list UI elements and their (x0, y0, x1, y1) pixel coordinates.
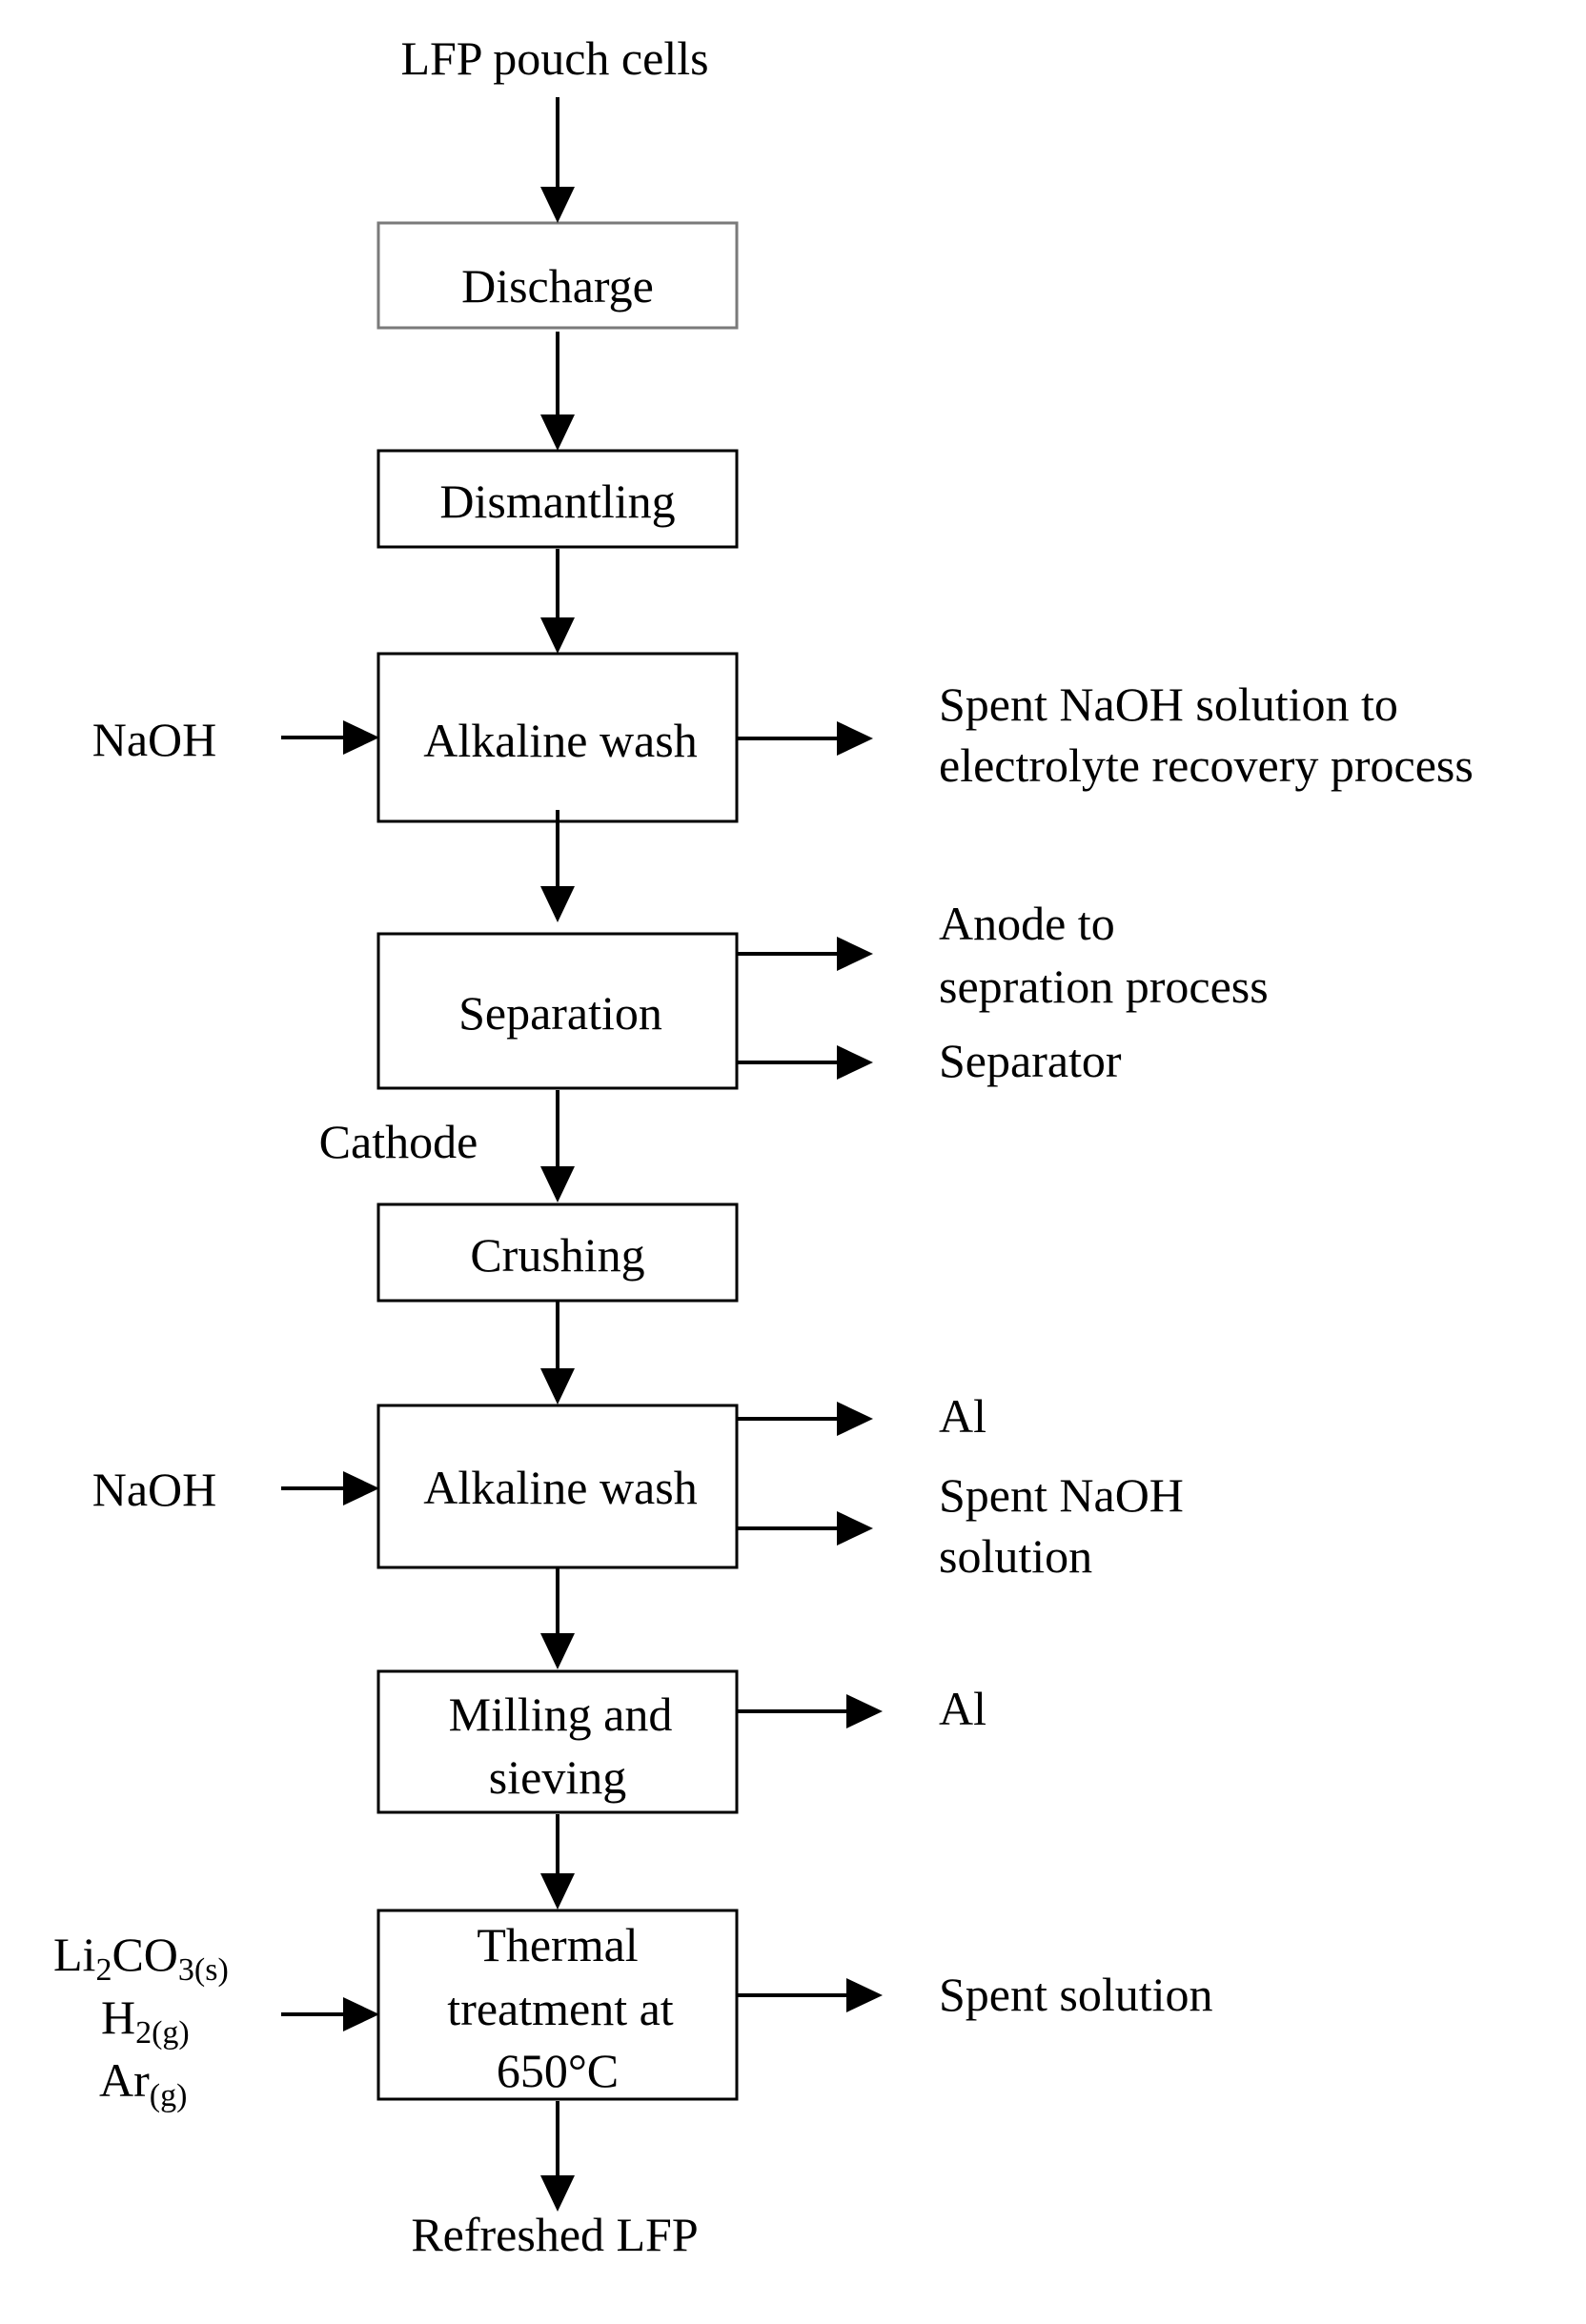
arrowhead-milling (540, 1633, 575, 1669)
input-label: LFP pouch cells (400, 31, 708, 85)
ar-input-label: Ar(g) (99, 2053, 187, 2113)
discharge-box (376, 221, 739, 330)
naoh-input-1-label: NaOH (92, 713, 217, 766)
arrowhead-thermal-inputs (343, 1997, 379, 2031)
thermal-label-line2: treatment at (447, 1982, 673, 2035)
arrowhead-al-output-1 (837, 1402, 873, 1436)
arrowhead-crushing (540, 1166, 575, 1202)
li2co3-input-label: Li2CO3(s) (53, 1928, 229, 1988)
alkaline-wash-2-box (376, 1404, 739, 1569)
alkaline-wash-2-label: Alkaline wash (423, 1461, 697, 1514)
arrowhead-spent-solution-output (846, 1978, 883, 2012)
arrowhead-naoh-2 (343, 1471, 379, 1506)
wash1-output-line1: Spent NaOH solution to (939, 677, 1398, 731)
arrowhead-wash1-output (837, 721, 873, 756)
arrowhead-discharge (540, 187, 575, 223)
separation-label: Separation (458, 986, 662, 1040)
main-flow-arrows (540, 97, 575, 2212)
milling-label-line1: Milling and (449, 1687, 673, 1741)
naoh-input-2-label: NaOH (92, 1463, 217, 1516)
arrowhead-wash2 (540, 1368, 575, 1405)
separator-output-label: Separator (939, 1034, 1122, 1087)
arrowhead-wash1 (540, 617, 575, 654)
anode-output-line1: Anode to (939, 897, 1115, 950)
thermal-box (376, 1909, 739, 2101)
arrowhead-spent-naoh-output (837, 1511, 873, 1546)
arrowhead-dismantling (540, 414, 575, 451)
wash1-output-line2: electrolyte recovery process (939, 738, 1474, 792)
spent-naoh-output-line2: solution (939, 1529, 1092, 1583)
thermal-label-line1: Thermal (477, 1918, 638, 1971)
arrowhead-output (540, 2175, 575, 2212)
arrowhead-naoh-1 (343, 720, 379, 755)
spent-naoh-output-line1: Spent NaOH (939, 1468, 1184, 1522)
alkaline-wash-1-label: Alkaline wash (423, 714, 697, 767)
al-output-1-label: Al (939, 1389, 986, 1443)
crushing-label: Crushing (470, 1228, 644, 1282)
arrowhead-anode-output (837, 937, 873, 971)
cathode-label: Cathode (319, 1115, 478, 1168)
milling-label-line2: sieving (489, 1750, 626, 1804)
output-label: Refreshed LFP (411, 2208, 698, 2261)
h2-input-label: H2(g) (101, 1991, 190, 2051)
dismantling-box (376, 449, 739, 549)
dismantling-label: Dismantling (439, 475, 675, 528)
al-output-2-label: Al (939, 1682, 986, 1735)
spent-solution-output-label: Spent solution (939, 1968, 1213, 2021)
arrowhead-thermal (540, 1873, 575, 1910)
arrowhead-separation (540, 886, 575, 922)
separation-box (376, 932, 739, 1090)
milling-box (376, 1669, 739, 1814)
crushing-box (376, 1202, 739, 1303)
anode-output-line2: sepration process (939, 960, 1269, 1013)
arrowhead-al-output-2 (846, 1694, 883, 1728)
arrowhead-separator-output (837, 1045, 873, 1080)
discharge-label: Discharge (461, 259, 654, 313)
thermal-label-line3: 650°C (497, 2044, 619, 2097)
